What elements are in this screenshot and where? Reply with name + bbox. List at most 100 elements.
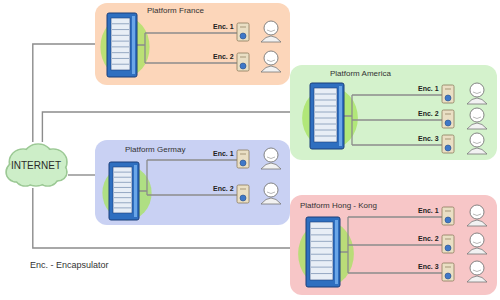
platform-box: Platform FranceEnc. 1Enc. 2 — [95, 3, 290, 85]
device-disc — [445, 120, 451, 126]
server-rack-line — [311, 260, 332, 261]
server-rack-line — [315, 118, 336, 119]
server-cabinet — [109, 162, 139, 220]
server-rack-line — [315, 112, 336, 113]
device-disc — [445, 145, 451, 151]
server-side — [335, 220, 338, 284]
device-disc — [240, 195, 246, 201]
user-head — [264, 148, 278, 162]
user-face — [267, 192, 275, 194]
server-rack-line — [311, 267, 332, 268]
server-cabinet — [306, 217, 340, 287]
platform-title: Platform Hong - Kong — [300, 201, 377, 211]
server-cabinet — [107, 13, 137, 77]
user-face — [473, 117, 481, 119]
server-rack-line — [315, 136, 336, 137]
server-rack-line — [311, 273, 332, 274]
user-shoulders — [261, 66, 281, 72]
server-cabinet — [310, 83, 344, 149]
encapsulator-label: Enc. 1 — [418, 206, 439, 215]
platform-illustration — [290, 65, 497, 160]
user-face — [473, 142, 481, 144]
server-rack-line — [311, 228, 332, 229]
user-head — [470, 233, 484, 247]
user-shoulders — [467, 98, 487, 104]
user-head — [264, 21, 278, 35]
device-slot — [240, 189, 246, 190]
user-shoulders — [467, 220, 487, 226]
server-face — [113, 167, 132, 213]
encapsulator-device — [237, 150, 249, 168]
device-disc — [240, 160, 246, 166]
user-shoulders — [467, 148, 487, 154]
device-disc — [445, 95, 451, 101]
device-slot — [445, 89, 451, 90]
server-rack-line — [112, 23, 129, 24]
server-rack-line — [114, 202, 131, 203]
platform-title: Platform America — [330, 69, 391, 79]
device-slot — [240, 27, 246, 28]
server-face — [314, 88, 337, 142]
server-rack-line — [112, 64, 129, 65]
platform-box: Platform GermayEnc. 1Enc. 2 — [95, 140, 290, 225]
encapsulator-device — [442, 85, 454, 103]
server-face — [310, 222, 333, 280]
device-slot — [240, 57, 246, 58]
server-rack-line — [311, 234, 332, 235]
encapsulator-device — [442, 263, 454, 281]
user-head — [264, 183, 278, 197]
encapsulator-label: Enc. 2 — [213, 52, 234, 61]
network-link — [68, 174, 95, 175]
platform-illustration — [95, 3, 290, 85]
encapsulator-label: Enc. 1 — [418, 84, 439, 93]
encapsulator-device — [237, 23, 249, 41]
server-rack-line — [114, 192, 131, 193]
user-head — [470, 133, 484, 147]
encapsulator-device — [442, 135, 454, 153]
server-rack-line — [112, 29, 129, 30]
server-side — [132, 16, 135, 74]
server-rack-line — [311, 254, 332, 255]
encapsulator-label: Enc. 2 — [418, 109, 439, 118]
encapsulator-label: Enc. 3 — [418, 262, 439, 271]
network-link — [42, 112, 290, 142]
user-head — [470, 205, 484, 219]
platform-box: Platform AmericaEnc. 1 Enc. 2 Enc. 3 — [290, 65, 497, 160]
server-rack-line — [112, 35, 129, 36]
device-slot — [445, 139, 451, 140]
local-wire — [344, 95, 442, 145]
server-rack-line — [315, 100, 336, 101]
server-rack-line — [315, 94, 336, 95]
user-face — [473, 92, 481, 94]
user-shoulders — [467, 123, 487, 129]
server-rack-line — [311, 247, 332, 248]
server-rack-line — [114, 172, 131, 173]
device-disc — [445, 217, 451, 223]
user-face — [267, 157, 275, 159]
local-wire — [137, 33, 237, 63]
encapsulator-device — [442, 207, 454, 225]
encapsulator-label: Enc. 3 — [418, 134, 439, 143]
platform-title: Platform Germay — [125, 145, 185, 155]
user-face — [473, 214, 481, 216]
encapsulator-label: Enc. 1 — [213, 22, 234, 31]
user-shoulders — [467, 248, 487, 254]
server-rack-line — [114, 207, 131, 208]
server-rack-line — [112, 52, 129, 53]
server-rack-line — [315, 124, 336, 125]
device-slot — [445, 267, 451, 268]
encapsulator-device — [237, 185, 249, 203]
user-face — [473, 242, 481, 244]
device-disc — [240, 33, 246, 39]
user-face — [473, 270, 481, 272]
device-slot — [445, 114, 451, 115]
user-head — [470, 83, 484, 97]
platform-illustration — [95, 140, 290, 225]
server-rack-line — [112, 58, 129, 59]
server-rack-line — [114, 197, 131, 198]
encapsulator-device — [237, 53, 249, 71]
encapsulator-device — [442, 235, 454, 253]
server-rack-line — [112, 41, 129, 42]
device-slot — [445, 239, 451, 240]
